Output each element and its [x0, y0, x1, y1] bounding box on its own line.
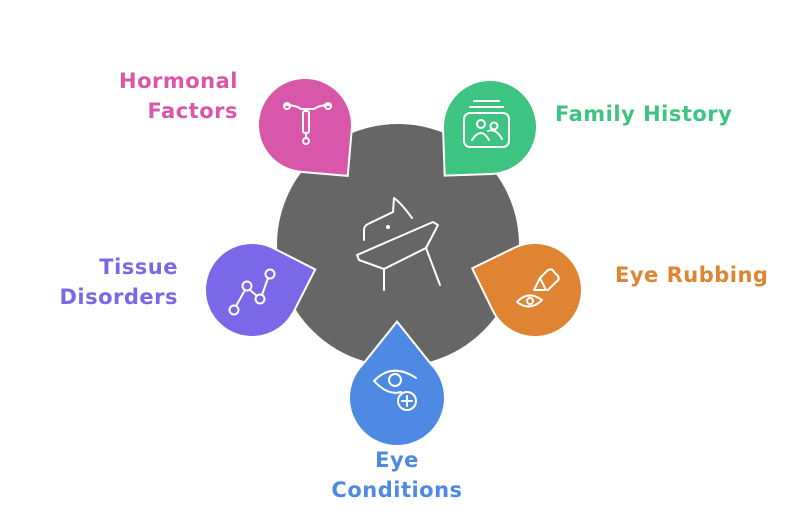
label-line: Family History	[555, 102, 733, 126]
family-photo-icon	[463, 100, 510, 148]
label-hormonal-factors: Hormonal Factors	[119, 66, 238, 126]
iud-icon	[283, 102, 332, 145]
center-circle	[277, 124, 519, 366]
eye-plus-icon	[373, 369, 417, 411]
label-line: Disorders	[59, 285, 178, 309]
drop-conditions	[348, 320, 446, 447]
label-eye-conditions: Eye Conditions	[297, 445, 497, 505]
drop-rubbing	[470, 242, 583, 338]
label-line: Factors	[147, 99, 238, 123]
label-line: Hormonal	[119, 69, 238, 93]
school-desk-icon	[356, 197, 441, 291]
label-tissue-disorders: Tissue Disorders	[59, 252, 178, 312]
line-graph-icon	[228, 268, 276, 316]
label-family-history: Family History	[555, 99, 732, 129]
eye-drops-icon	[516, 268, 560, 308]
label-line: Eye	[375, 448, 419, 472]
drop-hormonal	[257, 77, 353, 178]
label-line: Conditions	[331, 478, 463, 502]
label-line: Tissue	[99, 255, 178, 279]
label-eye-rubbing: Eye Rubbing	[615, 260, 768, 290]
label-line: Eye Rubbing	[615, 263, 769, 287]
